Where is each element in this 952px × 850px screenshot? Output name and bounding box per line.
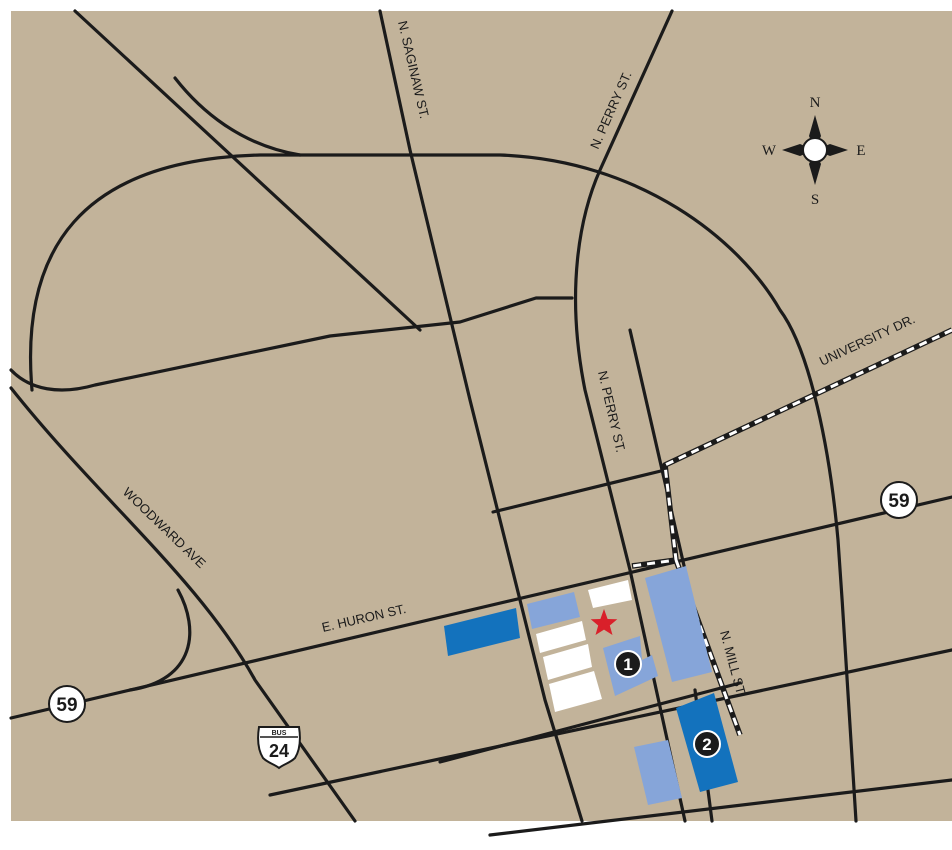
compass-e: E (856, 143, 865, 159)
route-59-west-circle (48, 685, 86, 723)
marker-1-circle (614, 650, 642, 678)
star-icon (590, 609, 618, 635)
bus-24-label: BUS (272, 730, 287, 737)
marker-1-number: 1 (623, 655, 632, 674)
route-59-east-circle (880, 481, 918, 519)
building-north (588, 580, 632, 608)
road-north-loop (9, 296, 574, 392)
compass-center (802, 137, 828, 163)
bus-24-shield: BUS 24 (257, 726, 301, 770)
parking-lot-west (444, 608, 520, 656)
road-northwest-diagonal (73, 9, 422, 332)
n-perry-north-road (573, 9, 687, 823)
compass-n: N (810, 95, 821, 111)
marker-2-number: 2 (702, 735, 711, 754)
marker-lot-2: 2 (693, 730, 721, 758)
building-row-3 (549, 671, 602, 712)
parking-lot-north-center (527, 592, 580, 629)
route-59-west-number: 59 (56, 695, 77, 716)
building-row-2 (543, 644, 592, 680)
compass-w: W (762, 143, 777, 159)
road-minor-east-west (491, 468, 667, 514)
parking-lot-east-large (645, 566, 712, 682)
road-northwest-spur (173, 76, 302, 157)
bus-24-number: 24 (269, 741, 289, 761)
woodward-road (9, 386, 357, 823)
n-mill-road (628, 328, 687, 572)
parking-lot-south (634, 740, 682, 805)
e-huron-road (9, 495, 952, 720)
marker-2-circle (693, 730, 721, 758)
building-row-1 (536, 621, 586, 653)
route-59-shield-east: 59 (880, 481, 918, 519)
road-network (9, 9, 952, 837)
road-main-loop (28, 153, 858, 823)
n-saginaw-road (378, 9, 584, 823)
route-59-east-number: 59 (888, 491, 909, 512)
marker-lot-1: 1 (614, 650, 642, 678)
road-south-wide (268, 648, 952, 797)
route-59-shield-west: 59 (48, 685, 86, 723)
compass-s: S (811, 192, 819, 208)
road-bottom-edge (488, 778, 952, 837)
compass-rose: N S E W (762, 95, 866, 208)
